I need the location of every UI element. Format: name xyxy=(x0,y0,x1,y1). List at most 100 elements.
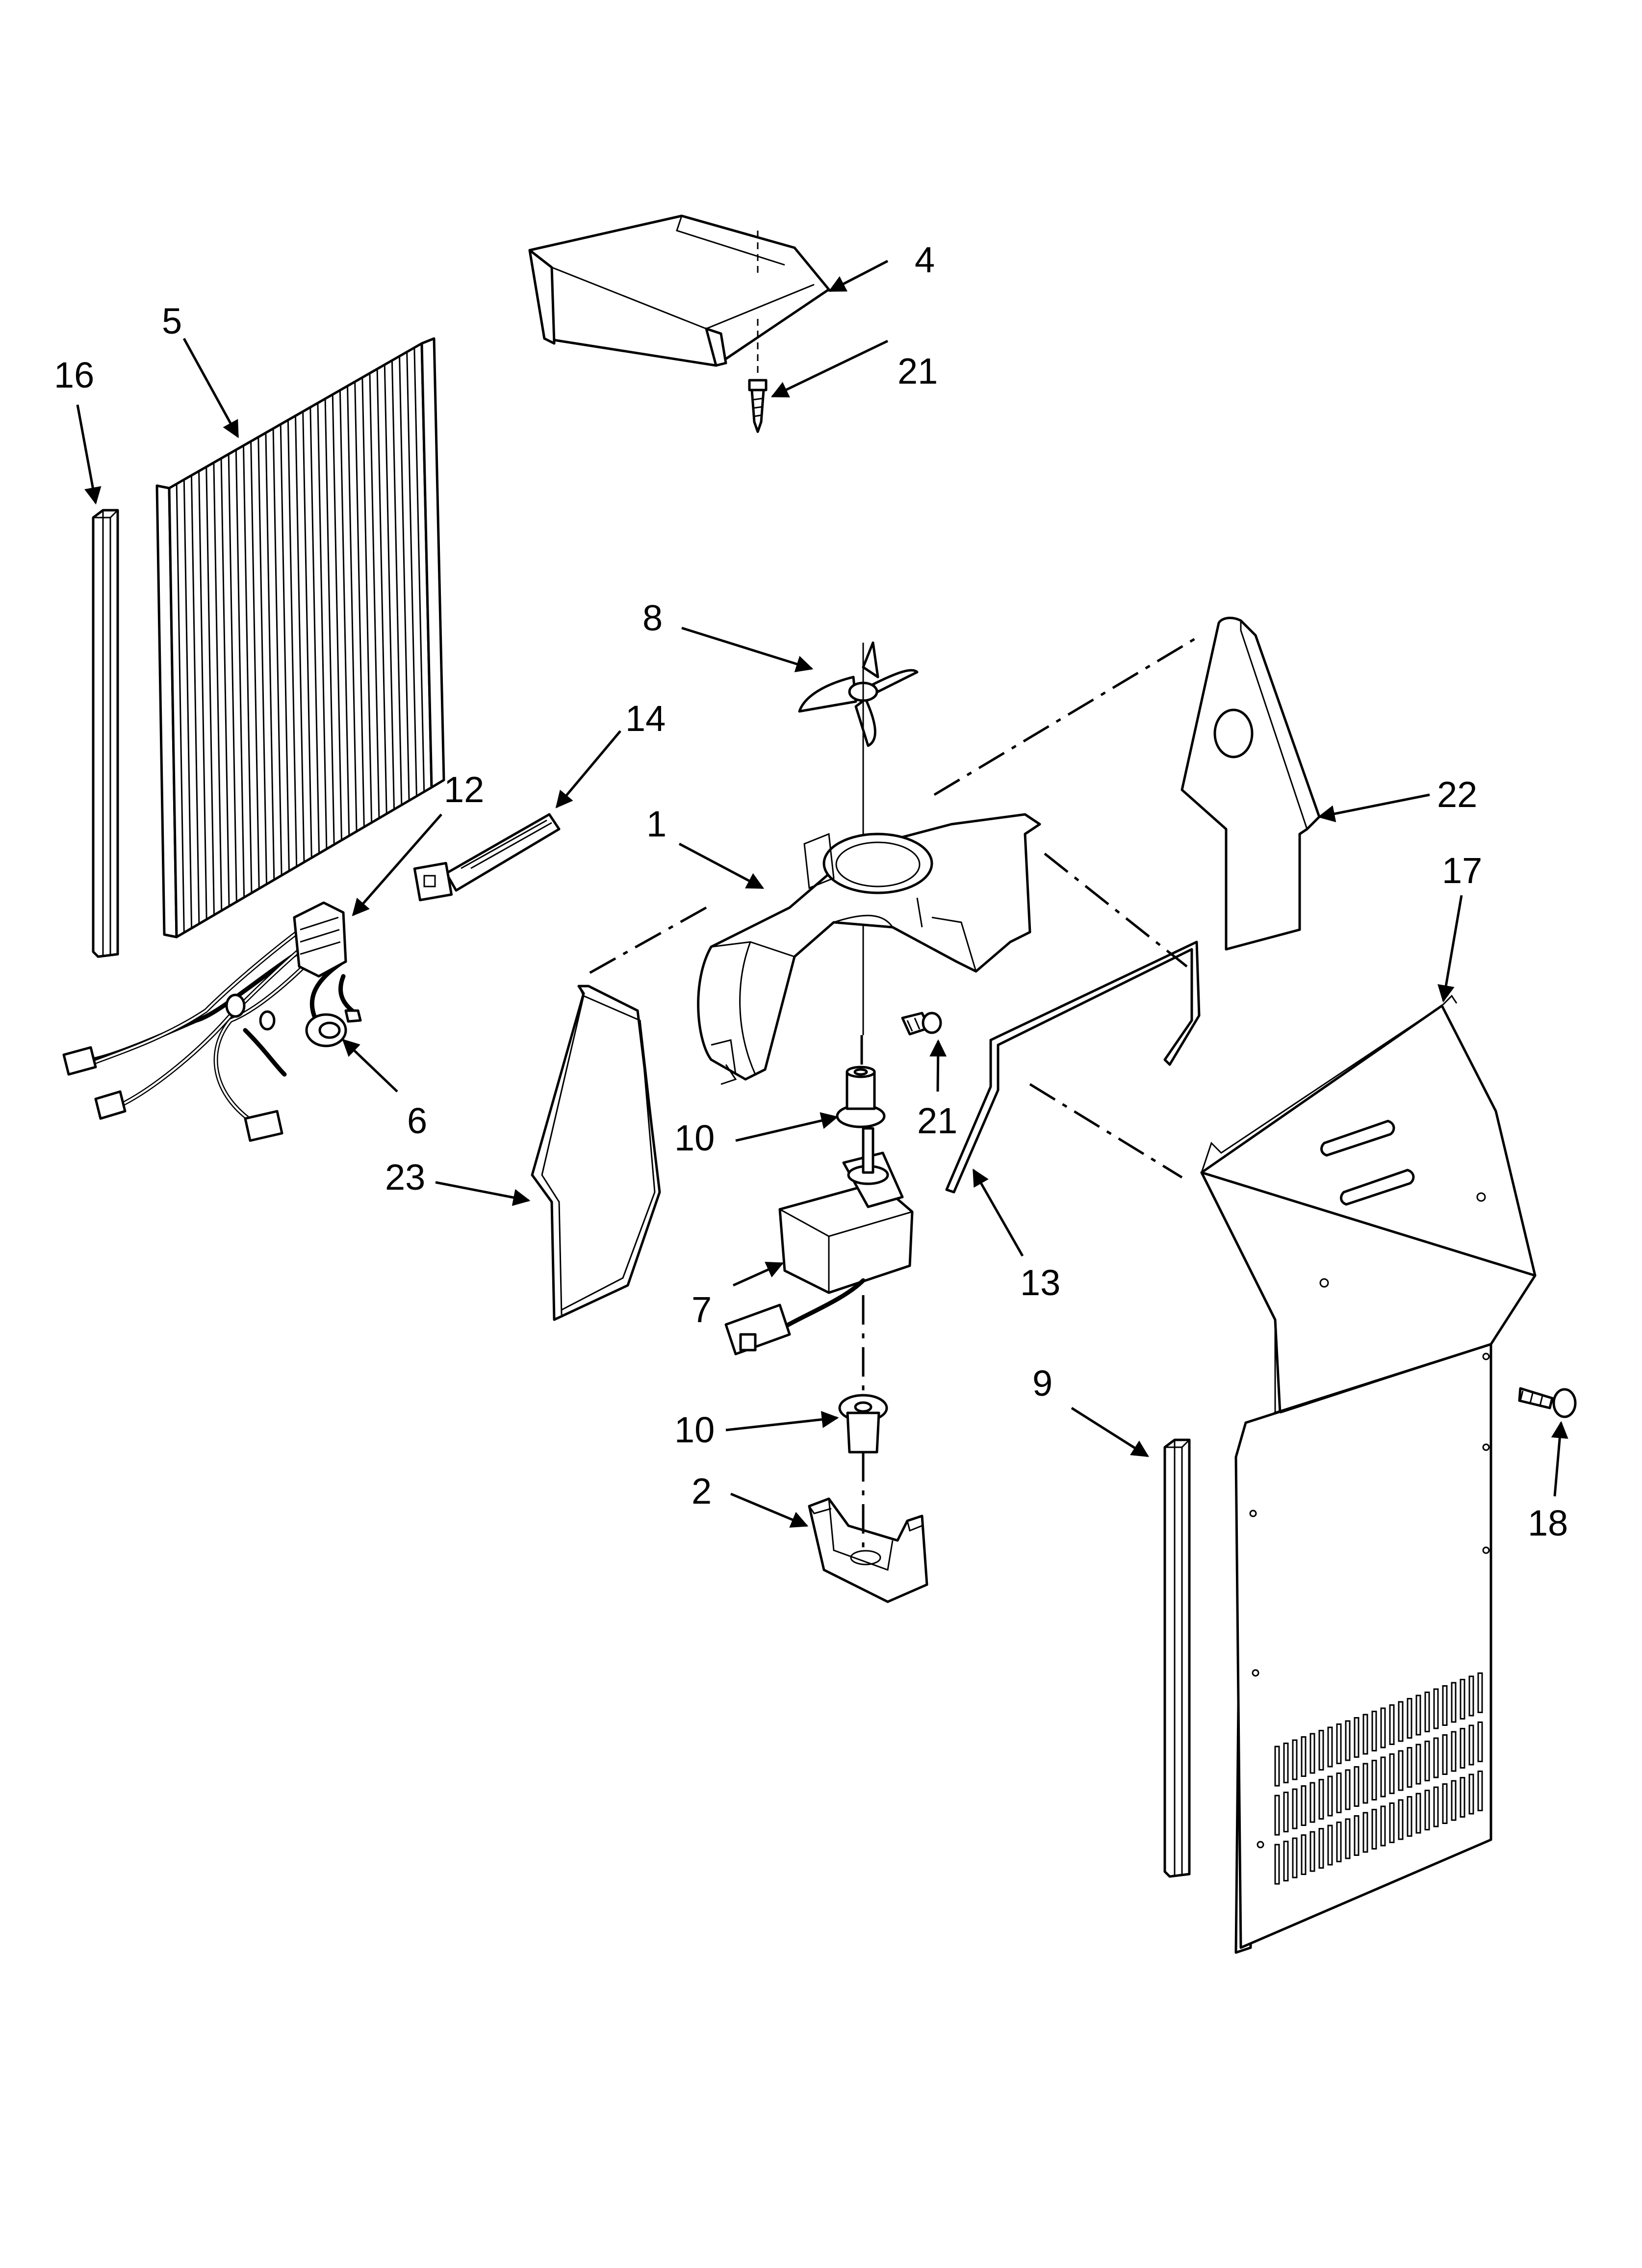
vent-slots xyxy=(1274,1672,1483,1885)
vent-slot xyxy=(1336,1723,1342,1764)
leader-lines xyxy=(76,260,1568,1528)
vent-slot xyxy=(1274,1844,1280,1885)
rib-line xyxy=(309,407,320,854)
callout-8: 8 xyxy=(642,598,663,638)
rib-line xyxy=(399,356,410,801)
rib-line xyxy=(302,411,312,858)
callout-5: 5 xyxy=(162,301,182,341)
callout-10-lower: 10 xyxy=(674,1409,715,1450)
vent-slot xyxy=(1309,1733,1315,1774)
vent-slot xyxy=(1336,1822,1342,1862)
vent-slot xyxy=(1301,1785,1307,1826)
vent-slot xyxy=(1380,1707,1386,1748)
callout-22: 22 xyxy=(1437,774,1477,815)
part-21-screw-mid xyxy=(901,1012,942,1036)
rib-line xyxy=(176,484,185,933)
part-1-fan-shroud xyxy=(697,813,1041,1085)
vent-slot xyxy=(1318,1779,1324,1820)
part-10-grommet-lower xyxy=(838,1394,888,1454)
vent-slot xyxy=(1398,1750,1404,1791)
part-6-grommet xyxy=(305,1013,347,1047)
vent-slot xyxy=(1415,1694,1421,1736)
vent-slot xyxy=(1318,1828,1324,1869)
rib-line xyxy=(354,382,365,827)
vent-slot xyxy=(1442,1685,1448,1726)
vent-slot xyxy=(1415,1744,1421,1785)
rib-line xyxy=(265,433,275,880)
vent-slot xyxy=(1407,1747,1412,1788)
callout-6: 6 xyxy=(407,1100,427,1141)
rib-line xyxy=(295,416,305,862)
rib-line xyxy=(257,437,268,885)
vent-slot xyxy=(1336,1773,1342,1813)
vent-slot xyxy=(1362,1763,1368,1804)
rib-line xyxy=(339,390,350,836)
part-7-fan-motor xyxy=(724,1127,914,1356)
vent-slot xyxy=(1371,1711,1377,1751)
rib-line xyxy=(391,360,403,805)
vent-slot xyxy=(1407,1796,1412,1837)
rib-line xyxy=(213,462,223,911)
assembly-lines xyxy=(583,636,1198,1553)
vent-slot xyxy=(1460,1679,1465,1720)
part-17-rear-panel xyxy=(1200,994,1537,1954)
vent-slot xyxy=(1292,1837,1298,1878)
rib-line xyxy=(376,369,387,814)
part-13-wire-bracket xyxy=(945,940,1201,1194)
vent-slot xyxy=(1433,1688,1439,1729)
callout-23: 23 xyxy=(385,1157,425,1198)
rib-line xyxy=(324,398,335,845)
vent-slot xyxy=(1451,1682,1457,1723)
vent-slot xyxy=(1345,1769,1351,1810)
vent-slot xyxy=(1451,1731,1457,1772)
part-12-wire-harness xyxy=(62,901,362,1142)
vent-slot xyxy=(1389,1704,1395,1745)
rib-line xyxy=(317,403,328,849)
rib-line xyxy=(198,471,207,920)
vent-slot xyxy=(1274,1746,1280,1787)
rib-line xyxy=(242,445,253,893)
vent-slot xyxy=(1460,1777,1465,1818)
callout-9: 9 xyxy=(1032,1363,1052,1404)
rib-line xyxy=(183,479,193,929)
rib-line xyxy=(235,449,245,898)
vent-slot xyxy=(1433,1786,1439,1827)
vent-slot xyxy=(1274,1795,1280,1836)
vent-slot xyxy=(1345,1818,1351,1859)
part-16-gasket-strip xyxy=(92,509,119,958)
vent-slot xyxy=(1389,1802,1395,1843)
vent-slot xyxy=(1442,1734,1448,1775)
vent-slot xyxy=(1477,1771,1483,1811)
rib-line xyxy=(228,454,237,902)
callout-16: 16 xyxy=(54,355,94,395)
vent-slot xyxy=(1468,1773,1474,1815)
callout-12: 12 xyxy=(444,769,484,810)
vent-slot xyxy=(1371,1760,1377,1800)
vent-slot xyxy=(1407,1698,1412,1739)
callout-7: 7 xyxy=(692,1289,712,1330)
vent-slot xyxy=(1283,1792,1289,1832)
vent-slot xyxy=(1283,1743,1289,1783)
vent-slot xyxy=(1477,1721,1483,1762)
vent-slot xyxy=(1371,1809,1377,1850)
vent-slot xyxy=(1398,1701,1404,1742)
vent-slot xyxy=(1415,1793,1421,1834)
part-14-cable-tie xyxy=(413,813,561,902)
vent-slot xyxy=(1380,1756,1386,1798)
vent-slot xyxy=(1292,1788,1298,1829)
vent-slot xyxy=(1477,1672,1483,1713)
vent-slot xyxy=(1398,1799,1404,1840)
vent-slot xyxy=(1327,1726,1333,1768)
vent-slot xyxy=(1309,1831,1315,1872)
vent-slot xyxy=(1424,1790,1430,1830)
callout-21-mid: 21 xyxy=(917,1100,957,1141)
vent-slot xyxy=(1301,1736,1307,1777)
part-9-gasket-strip xyxy=(1163,1438,1191,1878)
vent-slot xyxy=(1460,1728,1465,1769)
vent-slot xyxy=(1380,1805,1386,1847)
vent-slot xyxy=(1354,1717,1360,1758)
vent-slot xyxy=(1468,1675,1474,1717)
vent-slot xyxy=(1283,1841,1289,1881)
part-2-motor-bracket xyxy=(808,1497,928,1603)
